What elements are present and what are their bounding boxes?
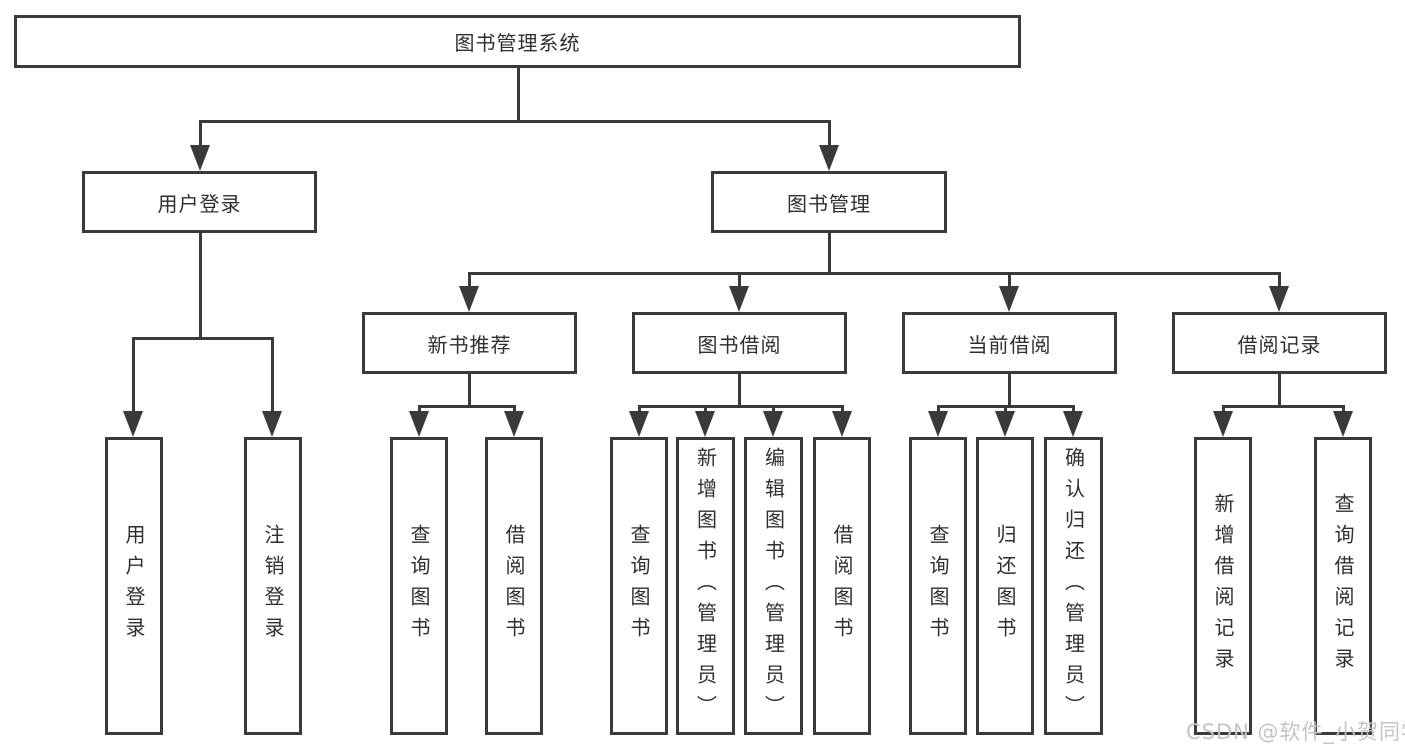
node-borrow-records: 借阅记录 bbox=[1172, 312, 1387, 374]
node-user-login-leaf: 用户登录 bbox=[105, 437, 163, 735]
connector-line bbox=[828, 233, 831, 272]
node-book-management: 图书管理 bbox=[711, 171, 947, 233]
node-query-borrow-record: 查询借阅记录 bbox=[1314, 437, 1372, 735]
watermark-text: CSDN @软件_小贺同学 bbox=[1186, 720, 1405, 744]
node-confirm-return-admin: 确认归还（管理员） bbox=[1044, 437, 1103, 735]
node-label: 新增借阅记录 bbox=[1211, 493, 1235, 679]
node-current-borrow: 当前借阅 bbox=[902, 312, 1117, 374]
connector-line bbox=[638, 405, 844, 408]
arrowhead-icon bbox=[1063, 411, 1083, 437]
arrowhead-icon bbox=[504, 411, 524, 437]
node-query-books: 查询图书 bbox=[909, 437, 967, 735]
connector-line bbox=[738, 374, 741, 405]
arrowhead-icon bbox=[695, 411, 715, 437]
node-query-books: 查询图书 bbox=[610, 437, 668, 735]
node-add-books-admin: 新增图书（管理员） bbox=[676, 437, 735, 735]
node-label: 查询图书 bbox=[407, 524, 431, 648]
connector-line bbox=[271, 337, 274, 412]
node-label: 当前借阅 bbox=[967, 332, 1052, 357]
connector-line bbox=[199, 120, 202, 146]
node-label: 用户登录 bbox=[157, 191, 242, 216]
node-query-books: 查询图书 bbox=[390, 437, 448, 735]
connector-line bbox=[1278, 272, 1281, 288]
connector-line bbox=[772, 405, 775, 413]
connector-line bbox=[468, 272, 471, 288]
node-label: 借阅图书 bbox=[502, 524, 526, 648]
connector-line bbox=[199, 120, 831, 123]
node-label: 查询图书 bbox=[926, 524, 950, 648]
connector-line bbox=[199, 233, 202, 337]
node-book-borrow: 图书借阅 bbox=[632, 312, 847, 374]
connector-line bbox=[132, 337, 135, 412]
arrowhead-icon bbox=[409, 411, 429, 437]
connector-line bbox=[1222, 405, 1225, 413]
connector-line bbox=[937, 405, 940, 413]
arrowhead-icon bbox=[832, 411, 852, 437]
connector-line bbox=[1004, 405, 1007, 413]
connector-line bbox=[1008, 374, 1011, 405]
arrowhead-icon bbox=[262, 411, 282, 437]
node-borrow-books: 借阅图书 bbox=[485, 437, 543, 735]
connector-line bbox=[468, 272, 1281, 275]
arrowhead-icon bbox=[1269, 286, 1289, 312]
arrowhead-icon bbox=[819, 145, 839, 171]
connector-line bbox=[418, 405, 516, 408]
connector-line bbox=[1008, 272, 1011, 288]
connector-line bbox=[704, 405, 707, 413]
node-label: 确认归还（管理员） bbox=[1061, 446, 1086, 726]
node-label: 借阅图书 bbox=[830, 524, 854, 648]
node-label: 归还图书 bbox=[993, 524, 1017, 648]
node-label: 新书推荐 bbox=[427, 332, 512, 357]
node-label: 借阅记录 bbox=[1237, 332, 1322, 357]
node-label: 用户登录 bbox=[122, 524, 146, 648]
node-return-books: 归还图书 bbox=[976, 437, 1034, 735]
connector-line bbox=[1342, 405, 1345, 413]
arrowhead-icon bbox=[1213, 411, 1233, 437]
arrowhead-icon bbox=[928, 411, 948, 437]
connector-line bbox=[517, 68, 520, 120]
node-label: 图书管理系统 bbox=[454, 31, 581, 55]
arrowhead-icon bbox=[123, 411, 143, 437]
node-user-login: 用户登录 bbox=[82, 171, 317, 233]
node-edit-books-admin: 编辑图书（管理员） bbox=[744, 437, 803, 735]
node-label: 图书借阅 bbox=[697, 332, 782, 357]
connector-line bbox=[468, 374, 471, 405]
node-logout-leaf: 注销登录 bbox=[244, 437, 302, 735]
node-new-book-recommend: 新书推荐 bbox=[362, 312, 577, 374]
node-add-borrow-record: 新增借阅记录 bbox=[1194, 437, 1252, 735]
node-label: 新增图书（管理员） bbox=[693, 446, 718, 726]
connector-line bbox=[513, 405, 516, 413]
arrowhead-icon bbox=[190, 145, 210, 171]
connector-line bbox=[738, 272, 741, 288]
node-borrow-books: 借阅图书 bbox=[813, 437, 871, 735]
node-label: 注销登录 bbox=[261, 524, 285, 648]
connector-line bbox=[828, 120, 831, 146]
arrowhead-icon bbox=[995, 411, 1015, 437]
arrowhead-icon bbox=[459, 286, 479, 312]
node-label: 查询图书 bbox=[627, 524, 651, 648]
connector-line bbox=[841, 405, 844, 413]
connector-line bbox=[1072, 405, 1075, 413]
arrowhead-icon bbox=[729, 286, 749, 312]
connector-line bbox=[132, 337, 274, 340]
connector-line bbox=[1222, 405, 1344, 408]
arrowhead-icon bbox=[763, 411, 783, 437]
node-label: 编辑图书（管理员） bbox=[761, 446, 786, 726]
connector-line bbox=[638, 405, 641, 413]
node-root-system: 图书管理系统 bbox=[14, 15, 1021, 68]
arrowhead-icon bbox=[1333, 411, 1353, 437]
connector-line bbox=[1278, 374, 1281, 405]
connector-line bbox=[418, 405, 421, 413]
arrowhead-icon bbox=[999, 286, 1019, 312]
node-label: 查询借阅记录 bbox=[1331, 493, 1355, 679]
node-label: 图书管理 bbox=[787, 191, 871, 216]
arrowhead-icon bbox=[629, 411, 649, 437]
